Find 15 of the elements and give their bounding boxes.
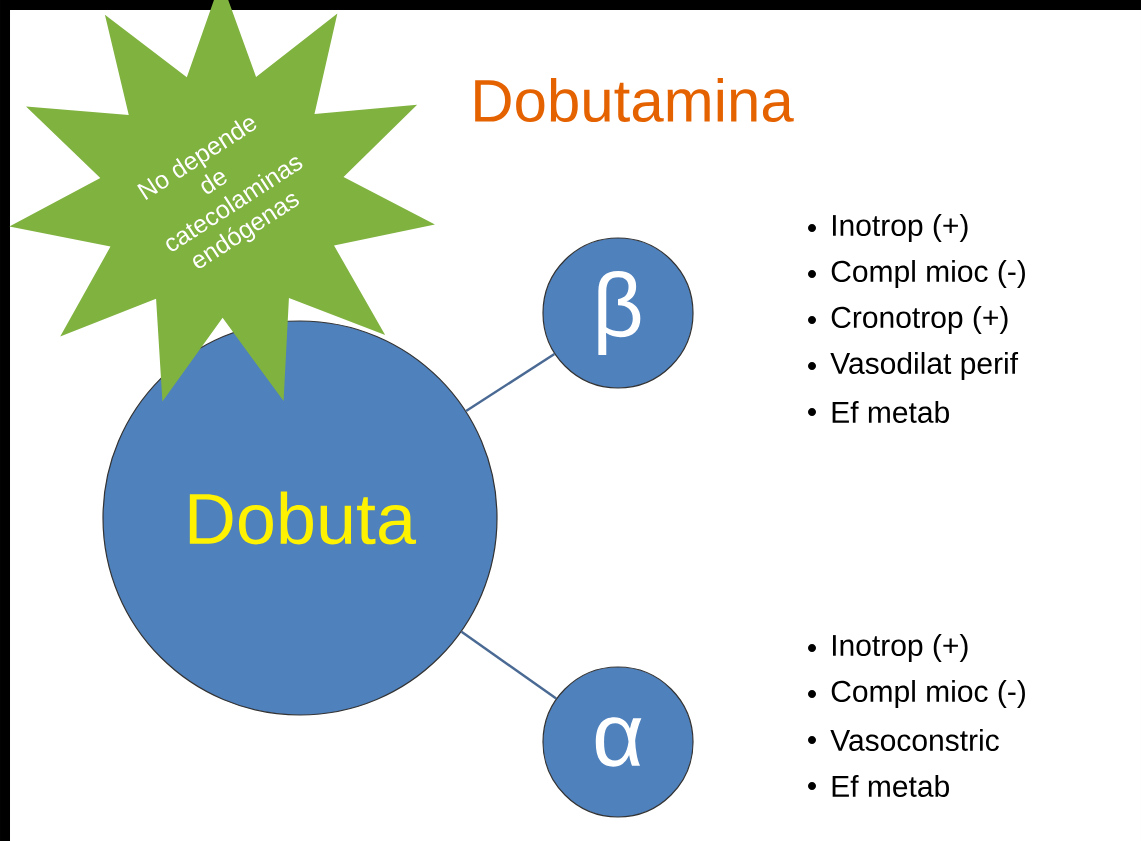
- circle-node: Dobuta: [102, 320, 498, 716]
- bullet-item: Inotrop (+): [833, 634, 968, 662]
- circle-node: β: [542, 237, 694, 389]
- connector-line: [460, 630, 557, 700]
- bullet-item: Vasodilat perif: [830, 352, 1019, 380]
- bullet-item: Compl mioc (-): [831, 260, 1025, 288]
- bullet-item: Ef metab: [832, 400, 949, 423]
- bullet-item: Ef metab: [832, 774, 949, 797]
- connector-line: [465, 352, 556, 412]
- bullet-item: Vasoconstric: [830, 728, 999, 751]
- bullet-item: Compl mioc (-): [831, 680, 1025, 708]
- bullet-item: Cronotrop (+): [831, 306, 1008, 334]
- title: Dobutamina: [475, 77, 794, 122]
- bullet-item: Inotrop (+): [833, 214, 968, 242]
- circle-node: α: [542, 666, 694, 818]
